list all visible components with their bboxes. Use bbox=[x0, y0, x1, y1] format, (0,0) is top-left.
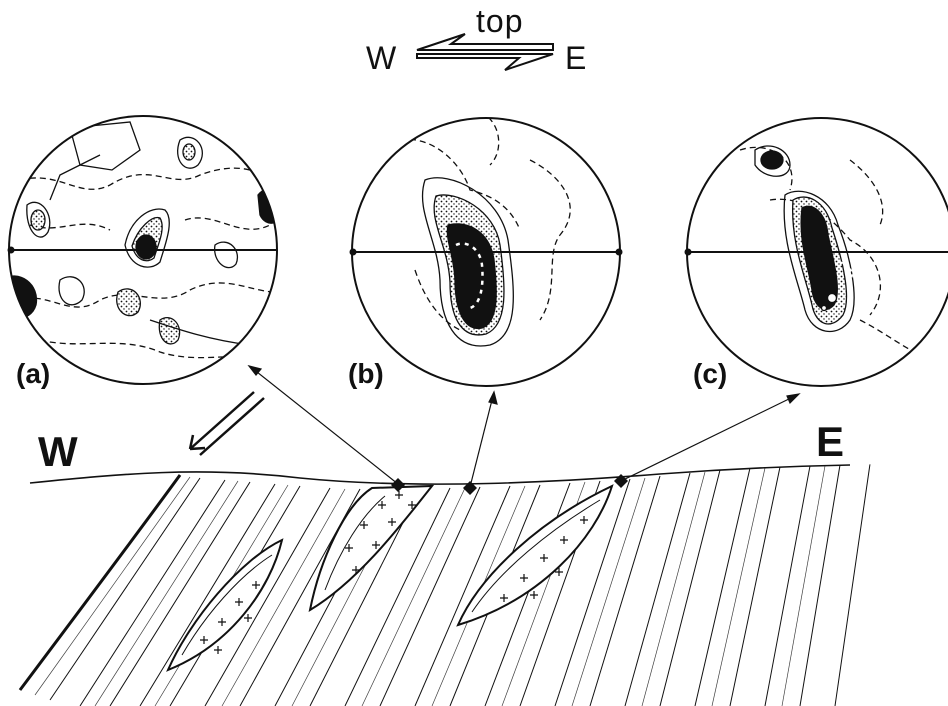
stereonet-c bbox=[685, 118, 948, 386]
section-shear-arrows bbox=[190, 392, 264, 455]
shear-top-label: top bbox=[476, 3, 523, 40]
shear-zone-section bbox=[20, 464, 870, 706]
ground-surface bbox=[30, 465, 850, 484]
section-west-label: W bbox=[38, 428, 78, 476]
panel-a-label: (a) bbox=[16, 358, 50, 390]
stereonet-a bbox=[0, 116, 290, 384]
shear-east-label: E bbox=[565, 40, 586, 77]
section-east-label: E bbox=[816, 418, 844, 466]
panel-b-label: (b) bbox=[348, 358, 384, 390]
boundary-fault bbox=[20, 475, 180, 690]
stereonet-b bbox=[350, 112, 623, 386]
panel-c-label: (c) bbox=[693, 358, 727, 390]
lower-half-arrow bbox=[417, 54, 553, 70]
shear-west-label: W bbox=[366, 40, 396, 77]
